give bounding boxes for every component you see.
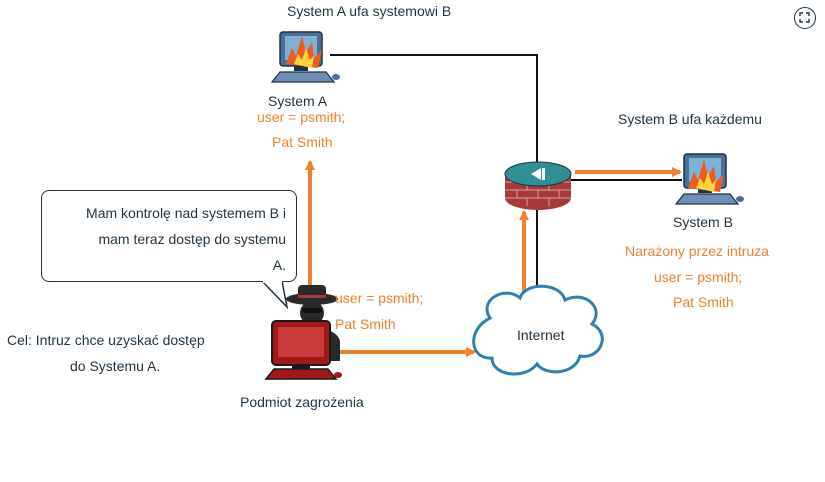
- speech-bubble-tail: [261, 280, 289, 310]
- bubble-tail-joint: [263, 279, 282, 283]
- attack-paths: [305, 160, 682, 357]
- attacker-cred-name: Pat Smith: [335, 316, 396, 332]
- internet-cloud-icon: [472, 284, 604, 376]
- expand-button[interactable]: [794, 7, 816, 29]
- internet-label: Internet: [517, 327, 565, 343]
- system-b-cred-name: Pat Smith: [673, 294, 734, 310]
- hacker-icon: [264, 285, 342, 380]
- goal-line-1: Cel: Intruz chce uzyskać dostęp: [7, 332, 205, 348]
- goal-line-2: do Systemu A.: [70, 358, 161, 374]
- firewall-router-icon: [504, 161, 572, 210]
- title-system-b-trust: System B ufa każdemu: [618, 111, 762, 127]
- bubble-line-1: Mam kontrolę nad systemem B i: [86, 205, 286, 221]
- system-b-status: Narażony przez intruza: [625, 243, 769, 259]
- system-a-cred-name: Pat Smith: [272, 134, 333, 150]
- attacker-label: Podmiot zagrożenia: [240, 394, 364, 410]
- bubble-line-2: mam teraz dostęp do systemu: [98, 231, 286, 247]
- link-system-a-router: [330, 54, 538, 162]
- bubble-line-3: A.: [272, 257, 286, 273]
- system-b-label: System B: [673, 214, 733, 230]
- attacker-cred-user: user = psmith;: [335, 290, 424, 306]
- speech-bubble: Mam kontrolę nad systemem B i mam teraz …: [41, 190, 297, 282]
- expand-icon: [799, 12, 810, 23]
- system-a-label: System A: [268, 93, 328, 109]
- system-a-cred-user: user = psmith;: [257, 109, 346, 125]
- system-b-computer-icon: [674, 153, 744, 205]
- title-system-a-trust: System A ufa systemowi B: [287, 3, 452, 19]
- system-b-cred-user: user = psmith;: [654, 269, 743, 285]
- system-a-computer-icon: [270, 31, 340, 83]
